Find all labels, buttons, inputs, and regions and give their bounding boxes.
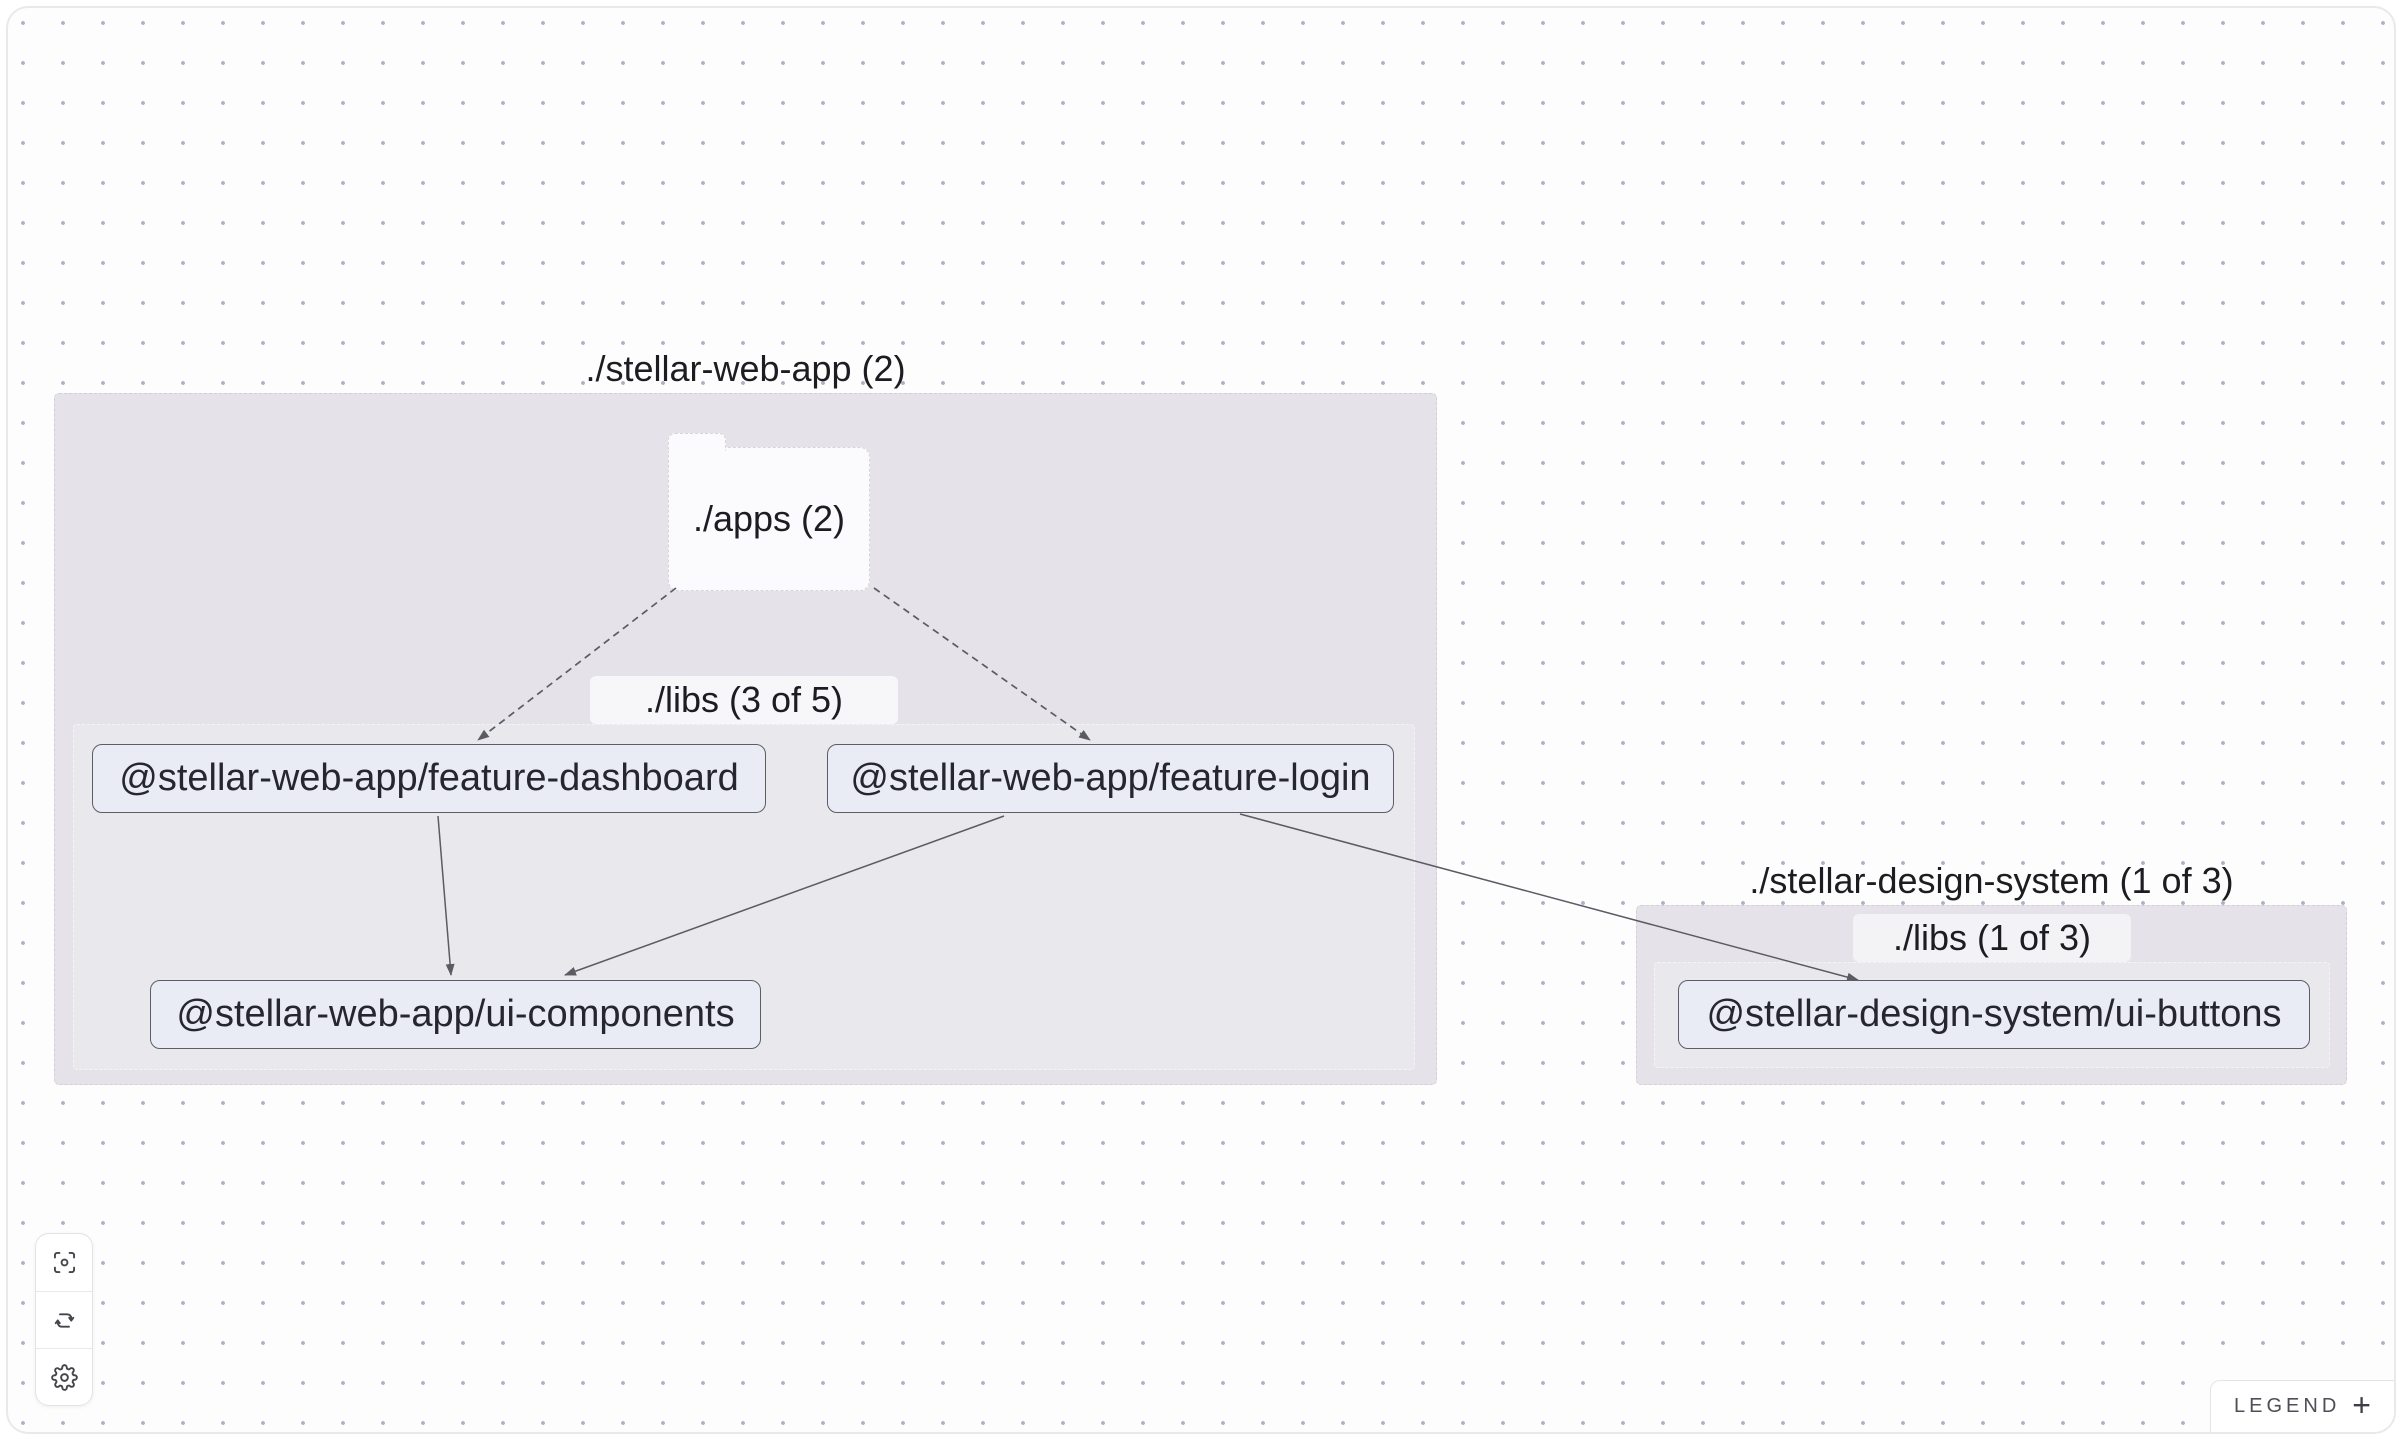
folder-node-apps[interactable]: ./apps (2) [668, 447, 870, 591]
focus-icon [53, 1251, 75, 1274]
focus-button[interactable] [36, 1234, 92, 1291]
cluster-stellar-design-system-label: ./stellar-design-system (1 of 3) [1749, 860, 2234, 901]
subcluster-design-system-libs-label-row: ./libs (1 of 3) [1654, 914, 2330, 962]
graph-toolbar [35, 1233, 93, 1406]
settings-button[interactable] [36, 1348, 92, 1405]
edge-feature-login-to-ui-buttons[interactable] [1239, 813, 1859, 982]
refresh-icon [54, 1312, 74, 1328]
settings-icon [50, 1363, 78, 1391]
edge-feature-login-to-ui-components[interactable] [564, 815, 1005, 976]
edge-feature-dashboard-to-ui-components[interactable] [437, 815, 455, 976]
subcluster-web-app-libs-label-row: ./libs (3 of 5) [73, 676, 1415, 724]
refresh-button[interactable] [36, 1291, 92, 1348]
cluster-stellar-web-app-label: ./stellar-web-app (2) [585, 348, 906, 389]
folder-node-apps-tab [668, 433, 726, 451]
subcluster-web-app-libs-label: ./libs (3 of 5) [589, 676, 899, 724]
legend-panel[interactable]: LEGEND + [2210, 1380, 2394, 1432]
project-node-feature-login[interactable]: @stellar-web-app/feature-login [827, 744, 1394, 813]
legend-expand-icon: + [2352, 1386, 2371, 1423]
project-node-feature-dashboard[interactable]: @stellar-web-app/feature-dashboard [92, 744, 766, 813]
legend-label: LEGEND [2234, 1395, 2341, 1417]
subcluster-design-system-libs-label: ./libs (1 of 3) [1852, 914, 2132, 962]
project-node-ui-components[interactable]: @stellar-web-app/ui-components [150, 980, 761, 1049]
project-node-ui-buttons[interactable]: @stellar-design-system/ui-buttons [1678, 980, 2310, 1049]
dependency-edges [437, 587, 1859, 982]
edge-apps-to-feature-dashboard[interactable] [477, 587, 677, 741]
edge-apps-to-feature-login[interactable] [873, 587, 1091, 741]
graph-canvas[interactable]: ./stellar-web-app (2) ./libs (3 of 5) ./… [6, 6, 2396, 1434]
